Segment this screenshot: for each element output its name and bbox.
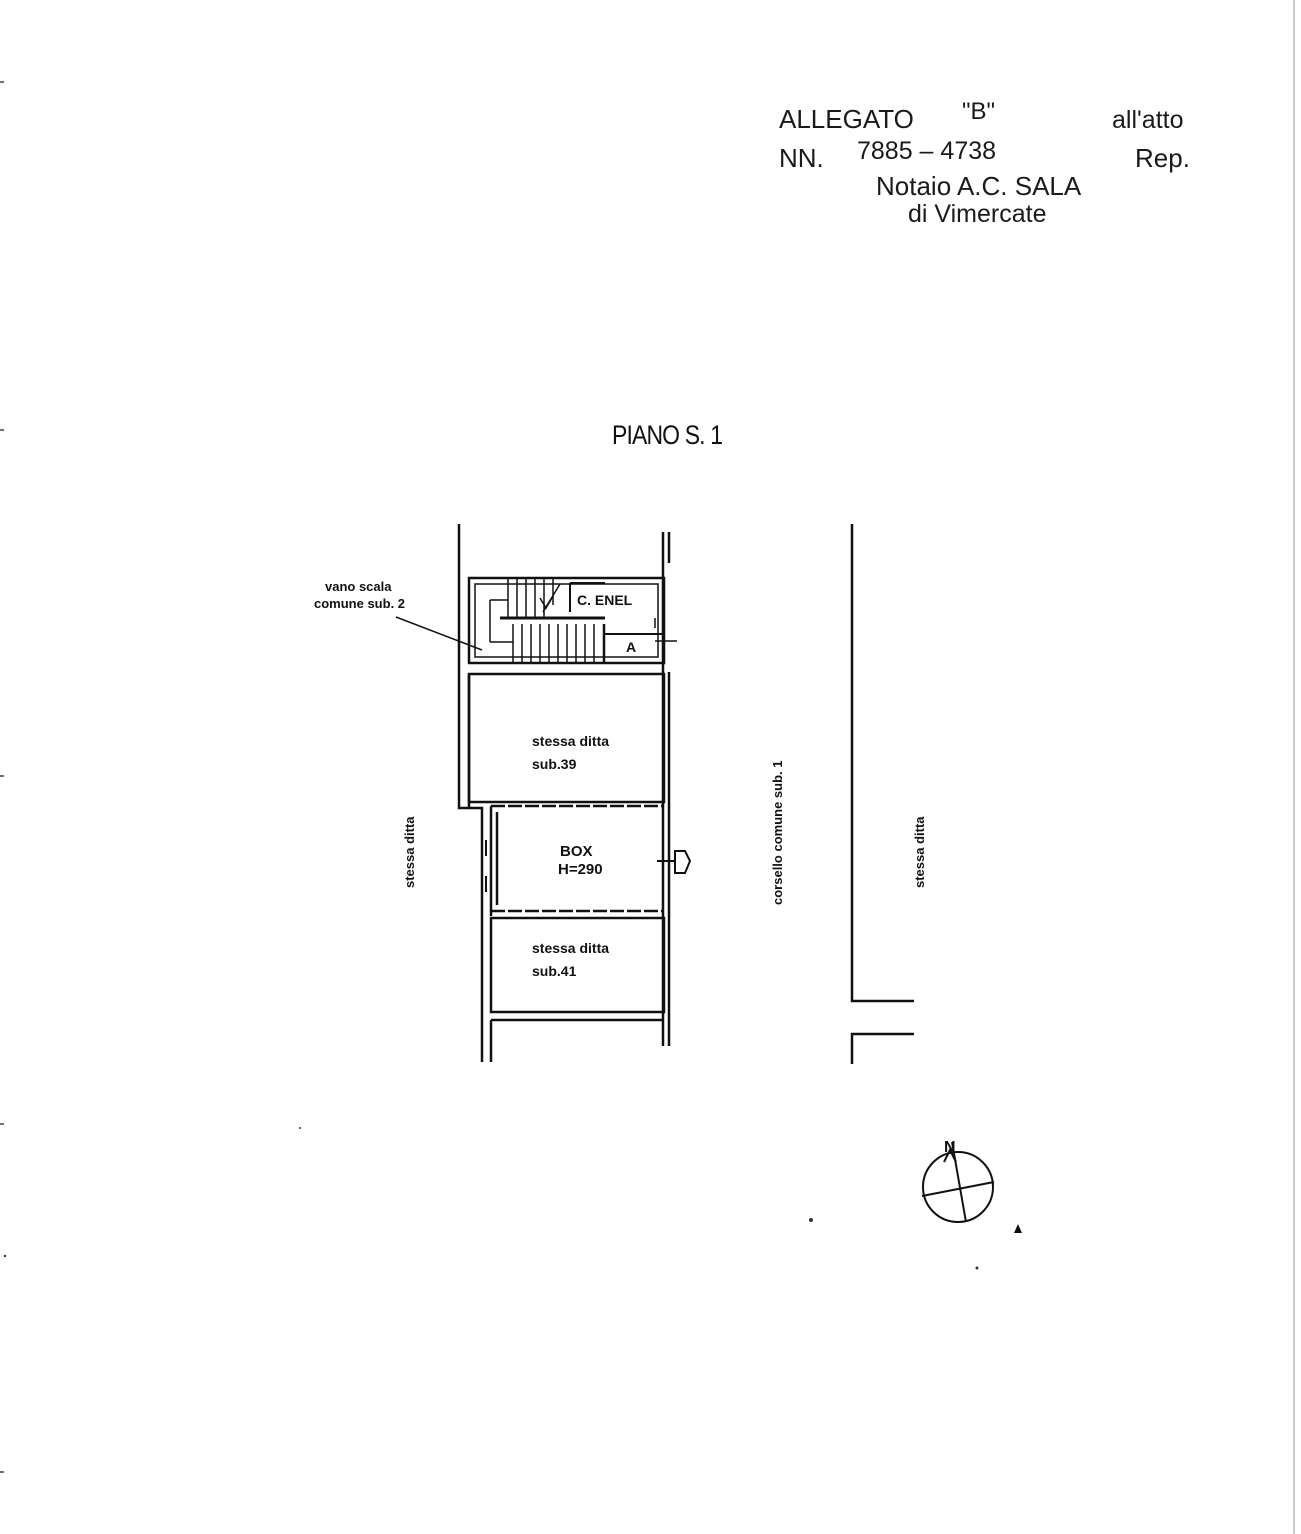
stamp-all-atto: all'atto <box>1112 106 1184 134</box>
stamp-nn: NN. <box>779 143 824 173</box>
label-north: N <box>944 1139 956 1156</box>
label-sub41-ditta: stessa ditta <box>532 940 609 956</box>
label-comune-sub2: comune sub. 2 <box>314 596 405 611</box>
label-stessa-ditta-right: stessa ditta <box>912 816 927 888</box>
stamp-numbers: 7885 – 4738 <box>857 137 997 165</box>
label-box-height: H=290 <box>558 861 603 878</box>
label-sub41: sub.41 <box>532 963 577 979</box>
label-sub39-ditta: stessa ditta <box>532 733 609 749</box>
label-box: BOX <box>560 843 593 860</box>
plan-title: PIANO S. 1 <box>612 420 723 450</box>
stamp-allegato-letter: "B" <box>962 98 996 125</box>
stamp-allegato: ALLEGATO <box>779 104 914 134</box>
label-c-enel: C. ENEL <box>577 592 633 608</box>
label-a: A <box>626 639 636 655</box>
label-stessa-ditta-left: stessa ditta <box>402 816 417 888</box>
north-arrow-icon <box>921 1141 995 1223</box>
stamp-city: di Vimercate <box>908 200 1047 228</box>
label-corsello: corsello comune sub. 1 <box>770 761 785 906</box>
label-vano-scala: vano scala <box>325 579 392 594</box>
stamp-notary: Notaio A.C. SALA <box>876 171 1082 201</box>
stamp-rep: Rep. <box>1135 143 1190 173</box>
label-sub39: sub.39 <box>532 756 577 772</box>
